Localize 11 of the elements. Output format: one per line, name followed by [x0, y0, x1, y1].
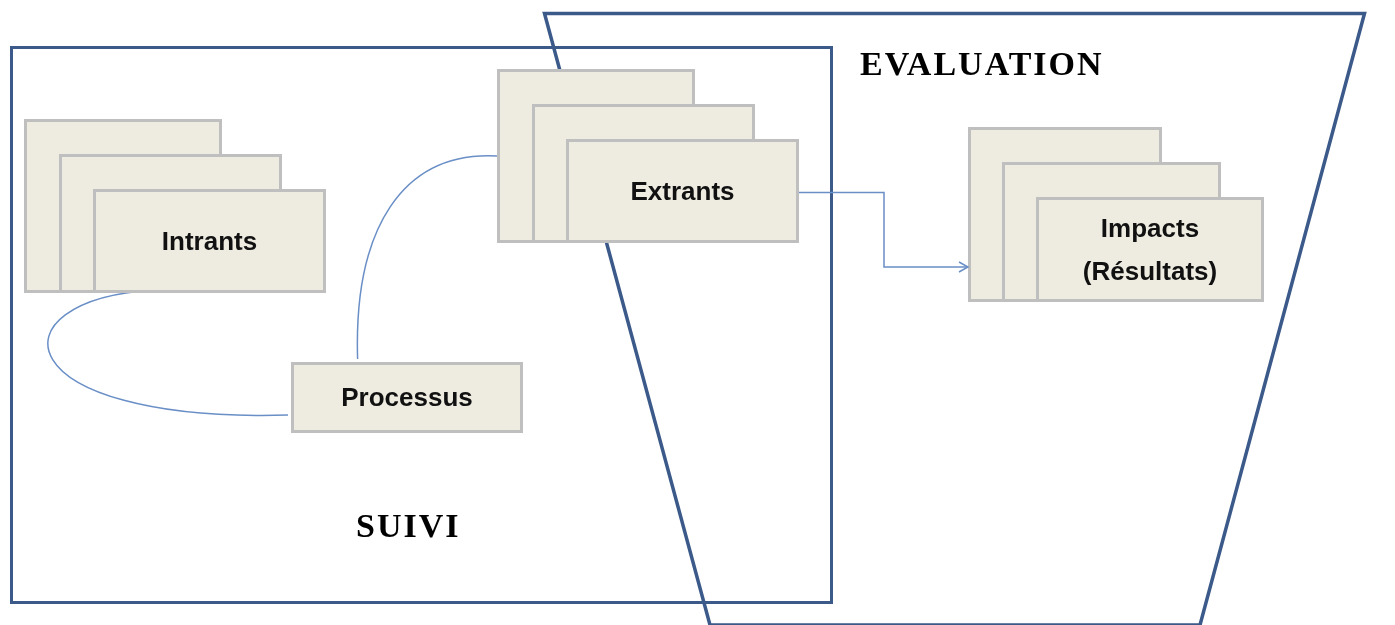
arrow — [798, 191, 969, 273]
node-label: Extrants — [630, 174, 735, 208]
process-box: Processus — [291, 362, 523, 433]
document-stack-drawing — [497, 69, 799, 243]
section-title: SUIVI — [356, 507, 461, 545]
node-label: Intrants — [161, 224, 258, 258]
node-label: Impacts (Résultats) — [1081, 211, 1219, 288]
document-stack-drawing — [968, 127, 1264, 302]
section-title: EVALUATION — [860, 45, 1104, 83]
connector-line — [356, 155, 498, 360]
document-stack-drawing — [24, 119, 326, 293]
